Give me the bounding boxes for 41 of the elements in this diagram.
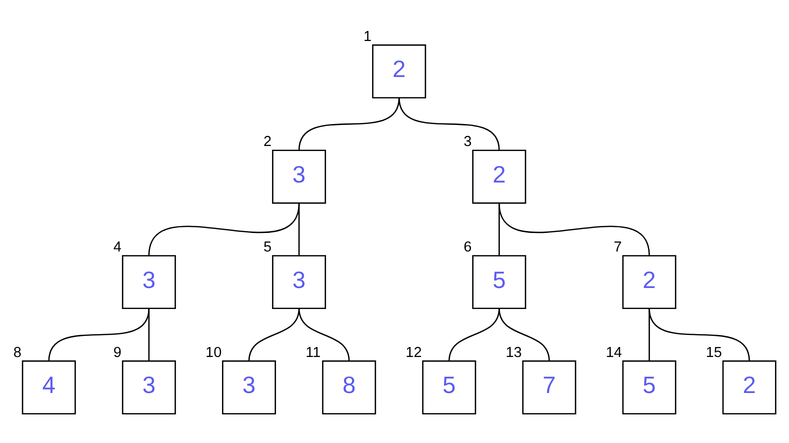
node-box: 2	[372, 44, 426, 98]
node-box: 4	[22, 360, 76, 414]
connector	[298, 308, 350, 362]
node-label: 5	[263, 240, 272, 256]
node-label: 7	[614, 240, 622, 256]
node-box: 3	[122, 360, 176, 414]
connector	[398, 98, 500, 151]
node-box: 2	[472, 150, 526, 204]
node-label: 14	[606, 344, 622, 361]
node-box: 3	[222, 360, 276, 414]
connector	[48, 308, 150, 362]
connector	[298, 203, 300, 256]
node-box: 3	[272, 150, 326, 204]
node-label: 13	[506, 344, 522, 361]
connector	[248, 308, 300, 362]
node-box: 7	[522, 360, 576, 414]
node-box: 2	[722, 360, 776, 414]
node-box: 5	[422, 360, 476, 414]
node-label: 9	[113, 344, 122, 361]
connector	[148, 202, 300, 256]
node-box: 3	[122, 255, 176, 310]
node-label: 8	[13, 344, 22, 361]
node-label: 6	[464, 240, 472, 256]
node-label: 1	[364, 28, 372, 45]
node-box: 8	[322, 360, 376, 414]
connector	[498, 308, 550, 362]
connector	[648, 308, 750, 362]
node-box: 5	[472, 255, 526, 310]
node-box: 5	[622, 360, 676, 414]
node-box: 2	[622, 255, 676, 310]
node-label: 10	[206, 344, 222, 361]
node-box: 3	[272, 255, 326, 310]
node-label: 4	[113, 240, 122, 256]
connector	[148, 308, 150, 362]
node-label: 3	[464, 134, 472, 150]
node-label: 11	[306, 344, 321, 361]
connector	[648, 308, 650, 362]
connector	[498, 202, 650, 256]
node-label: 15	[706, 344, 722, 361]
node-label: 12	[406, 344, 422, 361]
node-label: 2	[263, 134, 272, 150]
